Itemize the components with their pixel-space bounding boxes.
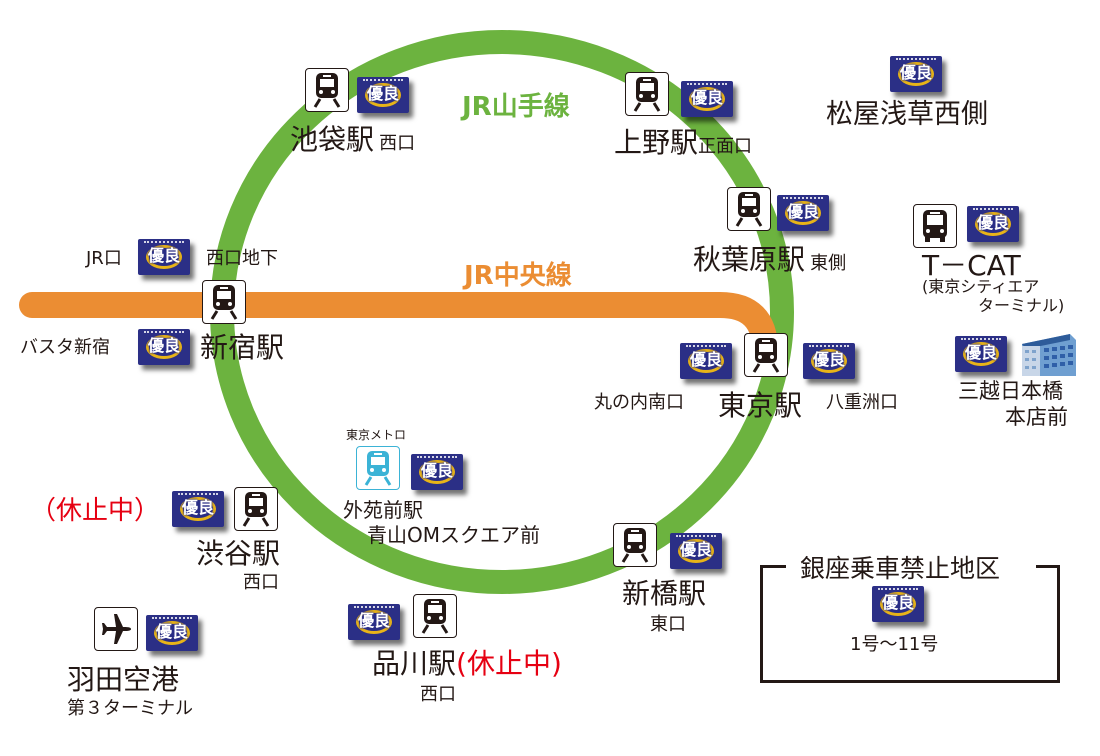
station-subtitle: 青山OMスクエア前 <box>367 523 540 547</box>
station-name: 外苑前駅 <box>343 498 423 522</box>
train-icon <box>613 523 657 567</box>
spot-name: 本店前 <box>1005 405 1068 429</box>
zone-bracket-top-left <box>760 565 786 568</box>
spot-subtitle: (東京シティエア <box>922 277 1040 296</box>
suspended-status: (休止中) <box>456 647 562 680</box>
station-name: 秋葉原駅 <box>693 243 806 276</box>
station-name: 池袋駅 <box>290 123 375 156</box>
station-name: 東京駅 <box>718 389 803 422</box>
station-exit: 西口 <box>243 572 279 593</box>
yuryo-badge: 優良 <box>680 343 732 379</box>
yuryo-badge: 優良 <box>967 206 1019 242</box>
yuryo-badge: 優良 <box>777 195 829 231</box>
department-store-icon <box>1018 332 1078 376</box>
train-icon <box>305 68 349 112</box>
spot-subtitle: 第３ターミナル <box>67 698 193 719</box>
bus-icon <box>913 204 957 248</box>
yuryo-badge: 優良 <box>172 491 224 527</box>
zone-bracket-top-right <box>1036 565 1060 568</box>
station-exit: 西口 <box>379 133 416 154</box>
train-icon <box>625 72 669 116</box>
yuryo-badge: 優良 <box>872 586 924 622</box>
yuryo-badge: 優良 <box>681 81 733 117</box>
chuo-line-label: JR中央線 <box>464 261 572 291</box>
train-icon <box>744 333 788 377</box>
train-icon <box>202 280 246 324</box>
yuryo-badge: 優良 <box>348 604 400 640</box>
train-icon <box>727 187 771 231</box>
spot-name: 松屋浅草西側 <box>826 99 988 130</box>
exit-label: JR口 <box>86 248 122 269</box>
station-name: 品川駅 <box>372 647 457 680</box>
station-exit: 正面口 <box>698 136 753 157</box>
yuryo-badge: 優良 <box>146 615 198 651</box>
station-exit: 西口 <box>420 684 456 705</box>
station-name: 上野駅 <box>614 126 699 159</box>
exit-label: 西口地下 <box>206 248 278 269</box>
yuryo-badge: 優良 <box>357 77 409 113</box>
exit-label: 八重洲口 <box>826 392 898 413</box>
station-exit: 東側 <box>810 253 847 274</box>
yuryo-badge: 優良 <box>670 533 722 569</box>
spot-subtitle: ターミナル) <box>978 296 1065 315</box>
exit-label: 丸の内南口 <box>594 392 684 413</box>
zone-bracket <box>760 565 1060 683</box>
spot-name: 羽田空港 <box>67 663 180 696</box>
busta-label: バスタ新宿 <box>20 337 110 358</box>
spot-name: 三越日本橋 <box>958 379 1063 403</box>
suspended-status: （休止中） <box>30 496 161 526</box>
zone-title: 銀座乗車禁止地区 <box>800 554 1001 583</box>
station-name: 渋谷駅 <box>196 537 281 570</box>
yuryo-badge: 優良 <box>138 239 190 275</box>
yuryo-badge: 優良 <box>411 454 463 490</box>
station-name: 新橋駅 <box>622 577 707 610</box>
yuryo-badge: 優良 <box>138 329 190 365</box>
metro-train-icon <box>356 446 400 490</box>
yuryo-badge: 優良 <box>955 336 1007 372</box>
spot-name: T－CAT <box>922 249 1021 282</box>
airplane-icon <box>94 607 138 651</box>
operator-label: 東京メトロ <box>346 428 407 442</box>
yamanote-line-label: JR山手線 <box>462 92 570 122</box>
train-icon <box>234 487 278 531</box>
yuryo-badge: 優良 <box>890 56 942 92</box>
yuryo-badge: 優良 <box>803 343 855 379</box>
station-exit: 東口 <box>650 614 686 635</box>
train-icon <box>413 594 457 638</box>
station-name: 新宿駅 <box>200 331 285 364</box>
zone-range: 1号〜11号 <box>850 634 939 655</box>
